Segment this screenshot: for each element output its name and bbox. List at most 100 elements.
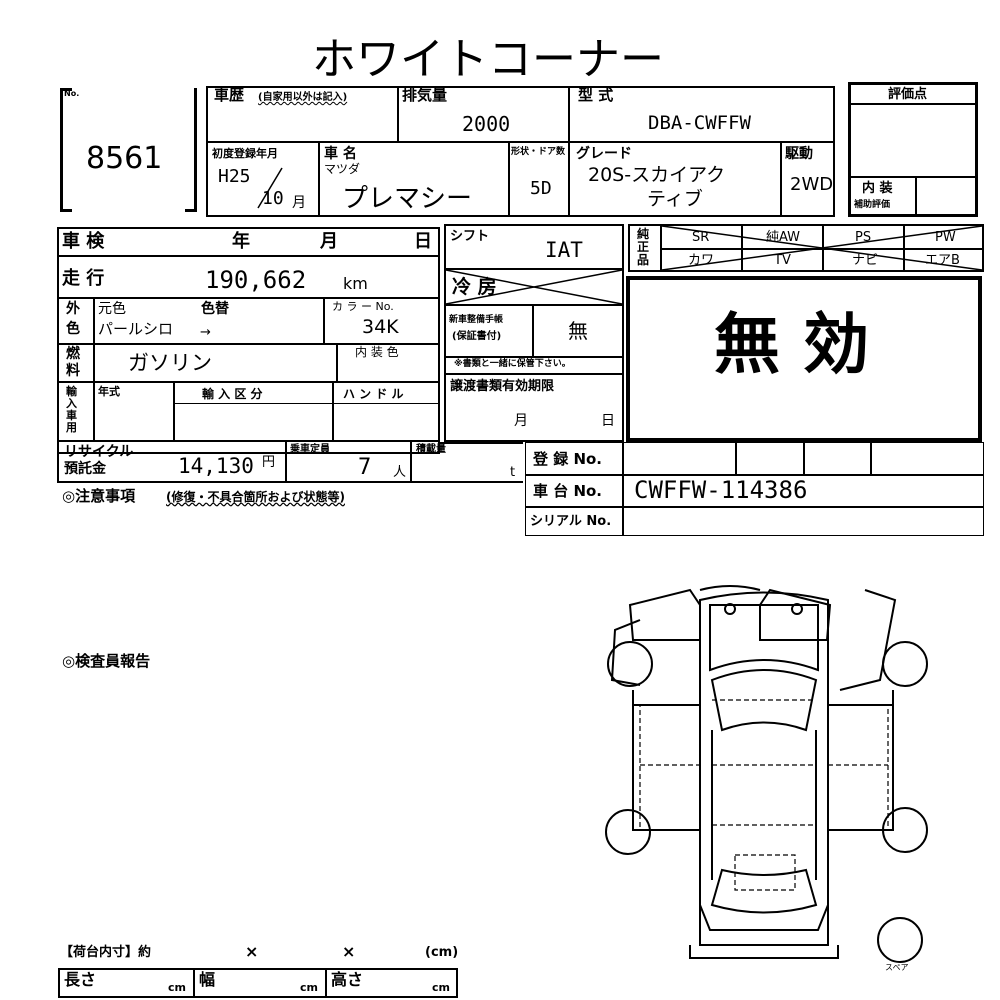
shape-label: 形状・ドア数 [511, 147, 566, 157]
interior-score-label: 内 装 [862, 181, 893, 196]
manual-value: 無 [568, 319, 588, 343]
mileage-value: 190,662 [205, 266, 307, 294]
displacement-label: 排気量 [402, 86, 448, 104]
recycle-label-2: 預託金 [64, 461, 106, 477]
notes-sub: (修復・不具合箇所および状態等) [166, 490, 345, 504]
transfer-month: 月 [514, 413, 528, 429]
serial-label: シリアル No. [530, 514, 612, 529]
manual-note: ※書類と一緒に保管下さい。 [454, 359, 571, 369]
recycle-amount: 14,130 [178, 454, 254, 478]
option-alloy: 純AW [766, 230, 801, 245]
cargo-length-unit: cm [168, 981, 186, 994]
grade-line1: 20S-スカイアク [588, 164, 726, 186]
year-type-label: 年式 [98, 385, 120, 398]
import-class-label: 輸 入 区 分 [202, 387, 263, 401]
capacity-unit: 人 [393, 465, 407, 480]
drive-value: 2WD [790, 174, 834, 195]
ac-label: 冷 房 [452, 276, 497, 298]
shaken-year-unit: 年 [232, 231, 250, 252]
load-unit: t [510, 465, 516, 480]
color-no-value: 34K [362, 316, 399, 338]
grade-line2: ティブ [647, 188, 703, 210]
invalid-stamp-box [626, 276, 982, 442]
score-box [848, 82, 978, 217]
manual-label-1: 新車整備手帳 [449, 315, 504, 325]
cargo-length-label: 長さ [64, 970, 97, 989]
interior-color-label: 内 装 色 [355, 345, 399, 359]
import-label: 輸入車用 [66, 385, 77, 434]
exterior-label-2: 色 [66, 321, 80, 337]
genuine-label: 純正品 [637, 227, 650, 267]
displacement-value: 2000 [462, 112, 511, 136]
chassis-label: 車 台 No. [533, 482, 603, 500]
history-label: 車歴 [214, 86, 245, 104]
option-tv: TV [774, 253, 791, 268]
cargo-unit: (cm) [425, 945, 459, 960]
transfer-day: 日 [601, 413, 615, 429]
page-title: ホワイトコーナー [312, 34, 664, 85]
notes-label: ◎注意事項 [62, 487, 136, 505]
cargo-height-label: 高さ [331, 970, 364, 989]
inspection-table [57, 227, 440, 454]
fuel-label-2: 料 [66, 363, 80, 379]
cargo-height-unit: cm [432, 981, 450, 994]
no-label: No. [64, 89, 80, 98]
recycle-label-1: リサイクル [64, 444, 134, 460]
orig-color-value: パールシロ [98, 320, 174, 338]
transfer-label: 譲渡書類有効期限 [450, 379, 555, 394]
car-name: プレマシー [342, 184, 473, 214]
chassis-number: CWFFW-114386 [634, 476, 808, 504]
inspector-report-label: ◎検査員報告 [62, 652, 151, 670]
option-sr: SR [692, 230, 710, 245]
vehicle-info-box [206, 86, 835, 217]
cargo-times-1: × [245, 942, 259, 961]
cargo-times-2: × [342, 942, 356, 961]
shaken-day-unit: 日 [414, 231, 432, 252]
model-code: DBA-CWFFW [648, 112, 751, 134]
cargo-title: 【荷台内寸】約 [60, 945, 152, 960]
doors-value: 5D [530, 178, 552, 199]
month-unit: 月 [292, 195, 306, 211]
fuel-value: ガソリン [128, 351, 212, 375]
model-label: 型 式 [578, 86, 614, 104]
spare-label: スペア [885, 963, 909, 972]
shaken-label: 車 検 [62, 231, 105, 252]
manual-label-2: (保証書付) [452, 331, 502, 342]
shift-label: シフト [450, 229, 490, 244]
mileage-unit: km [343, 274, 368, 293]
option-airbag: エアB [925, 253, 960, 268]
maker-name: マツダ [324, 162, 361, 176]
first-reg-year: H25 [218, 166, 251, 187]
color-no-label: カ ラ ー No. [332, 300, 394, 313]
cargo-width-unit: cm [300, 981, 318, 994]
history-note: (自家用以外は記入) [258, 92, 348, 103]
repaint-label: 色替 [201, 301, 229, 317]
option-leather: カワ [688, 253, 715, 268]
yen-unit: 円 [262, 455, 276, 470]
option-navi: ナビ [852, 253, 879, 268]
shift-value: IAT [545, 238, 583, 262]
mileage-label: 走 行 [62, 268, 105, 289]
grade-label: グレード [576, 146, 632, 162]
first-reg-month: 10 [262, 188, 284, 209]
eval-label: 評価点 [888, 87, 928, 102]
equipment-column [444, 224, 624, 442]
exterior-label-1: 外 [66, 301, 80, 317]
drive-label: 駆動 [785, 146, 813, 162]
interior-score-sub: 補助評価 [854, 200, 891, 210]
capacity-value: 7 [358, 455, 372, 480]
load-label: 積載量 [416, 444, 446, 455]
handle-label: ハ ン ド ル [343, 387, 404, 401]
fuel-label-1: 燃 [66, 346, 80, 362]
cargo-width-label: 幅 [199, 970, 216, 989]
first-reg-label: 初度登録年月 [212, 147, 278, 160]
option-pw: PW [935, 230, 956, 245]
lot-number: 8561 [86, 141, 163, 176]
option-ps: PS [855, 230, 872, 245]
orig-color-label: 元色 [98, 301, 126, 317]
invalid-stamp: 無 効 [714, 306, 869, 383]
reg-no-label: 登 録 No. [533, 450, 603, 468]
cargo-table [58, 968, 458, 998]
repaint-arrow: → [200, 325, 211, 340]
registration-table [525, 442, 984, 536]
